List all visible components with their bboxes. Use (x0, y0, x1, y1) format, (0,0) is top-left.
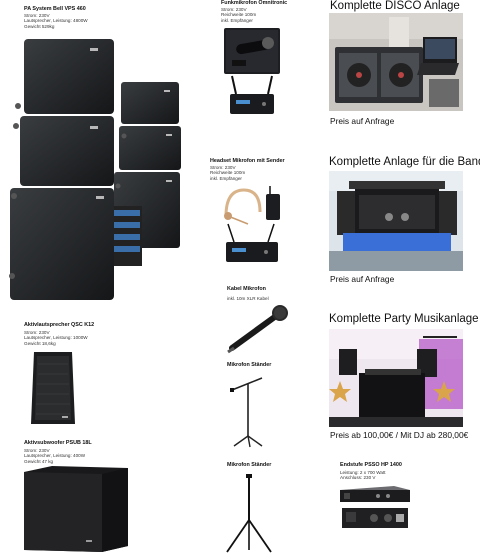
kabel-mikrofon-specs: inkl. 10m XLR Kabel (227, 296, 269, 301)
psub-specs: Strom: 230V Lautsprecher, Leistung: 400W… (24, 448, 86, 464)
party-package-price: Preis ab 100,00€ / Mit DJ ab 280,00€ (330, 430, 469, 440)
band-package-image (329, 171, 463, 271)
qsc-k12-title: Aktivlautsprecher QSC K12 (24, 322, 95, 328)
funkmikrofon-image (222, 28, 282, 128)
staender1-image (228, 370, 270, 448)
headset-image (222, 184, 284, 270)
disco-package-image (329, 13, 463, 111)
kabel-mikrofon-title: Kabel Mikrofon (227, 286, 266, 292)
psub-title: Aktivsubwoofer PSUB 18L (24, 440, 92, 446)
band-package-title: Komplette Anlage für die Band (329, 156, 480, 168)
pa-system-title: PA System Bell VPS 460 (24, 6, 86, 12)
endstufe-image (338, 486, 412, 530)
kabel-mikrofon-image (226, 304, 290, 354)
party-package-title: Komplette Party Musikanlage (329, 313, 479, 325)
disco-package-title: Komplette DISCO Anlage (330, 0, 460, 12)
endstufe-title: Endstufe PSSO HP 1400 (340, 462, 402, 468)
endstufe-specs: Leistung: 2 x 700 Watt Anschluss: 230 V (340, 470, 386, 481)
headset-title: Headset Mikrofon mit Sender (210, 158, 285, 164)
disco-package-price: Preis auf Anfrage (330, 116, 395, 126)
headset-specs: Strom: 230V Reichweite 100m inkl. Empfän… (210, 165, 246, 181)
pa-system-specs: Strom: 230V Lautsprecher, Leistung: 4800… (24, 13, 88, 29)
qsc-k12-specs: Strom: 230V Lautsprecher, Leistung: 1000… (24, 330, 88, 346)
staender1-title: Mikrofon Ständer (227, 362, 272, 368)
staender2-image (224, 474, 274, 554)
band-package-price: Preis auf Anfrage (330, 274, 395, 284)
qsc-k12-image (30, 350, 76, 426)
staender2-title: Mikrofon Ständer (227, 462, 272, 468)
funkmikrofon-specs: Strom: 230V Reichweite 100m inkl. Empfän… (221, 7, 257, 23)
pa-system-image (6, 36, 186, 302)
psub-image (22, 466, 130, 552)
funkmikrofon-title: Funkmikrofon Omnitronic (221, 0, 288, 6)
party-package-image (329, 329, 463, 427)
